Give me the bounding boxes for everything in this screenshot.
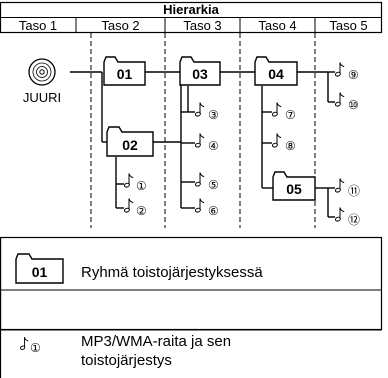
folder-icon: 01 xyxy=(15,253,64,284)
folder-04: 04 xyxy=(254,56,298,86)
track-6: ⑥ xyxy=(195,197,219,218)
music-note-icon xyxy=(195,101,205,118)
hierarchy-title: Hierarkia xyxy=(163,2,219,17)
root-label: JUURI xyxy=(22,90,62,105)
track-2: ② xyxy=(124,197,147,218)
music-note-icon xyxy=(195,132,205,149)
column-header-1: Taso 1 xyxy=(18,18,58,33)
track-5: ⑤ xyxy=(195,171,219,192)
track-number: ② xyxy=(136,204,147,218)
track-1: ① xyxy=(124,172,147,193)
track-4: ④ xyxy=(195,132,219,153)
music-note-icon: ① xyxy=(20,336,41,355)
column-header-4: Taso 4 xyxy=(258,18,297,33)
track-9: ⑨ xyxy=(335,61,359,82)
music-note-icon xyxy=(335,177,345,194)
folder-03: 03 xyxy=(179,56,221,86)
track-number: ① xyxy=(136,179,147,193)
folder-02: 02 xyxy=(106,126,154,157)
music-note-icon xyxy=(124,197,134,214)
track-number: ⑧ xyxy=(285,139,296,153)
track-number: ⑫ xyxy=(348,213,360,227)
tree-connectors xyxy=(70,71,335,218)
folder-label: 03 xyxy=(192,66,208,82)
legend-track-text-line-1: MP3/WMA-raita ja sen xyxy=(81,333,232,350)
track-11: ⑪ xyxy=(335,177,360,198)
legend-folder-label: 01 xyxy=(32,264,48,280)
music-note-icon xyxy=(195,197,205,214)
folder-05: 05 xyxy=(272,171,316,201)
track-3: ③ xyxy=(195,101,219,122)
track-10: ⑩ xyxy=(335,91,359,112)
music-note-icon xyxy=(335,91,345,108)
track-number: ⑤ xyxy=(208,178,219,192)
track-number: ⑦ xyxy=(285,108,296,122)
track-12: ⑫ xyxy=(335,206,360,227)
music-note-icon xyxy=(335,61,345,78)
music-note-icon xyxy=(272,132,282,149)
track-number: ④ xyxy=(208,139,219,153)
folder-label: 05 xyxy=(286,181,302,197)
music-note-icon xyxy=(195,171,205,188)
track-7: ⑦ xyxy=(272,101,296,122)
track-number: ③ xyxy=(208,108,219,122)
track-number: ⑪ xyxy=(348,184,360,198)
music-note-icon xyxy=(124,172,134,189)
folder-label: 01 xyxy=(117,66,133,82)
folder-01: 01 xyxy=(103,56,146,86)
folder-label: 04 xyxy=(268,66,284,82)
track-number: ⑥ xyxy=(208,204,219,218)
track-number: ⑨ xyxy=(348,68,359,82)
column-header-3: Taso 3 xyxy=(183,18,222,33)
legend-folder-text: Ryhmä toistojärjestyksessä xyxy=(81,264,263,281)
music-note-icon xyxy=(272,101,282,118)
music-note-icon xyxy=(335,206,345,223)
track-8: ⑧ xyxy=(272,132,296,153)
folder-label: 02 xyxy=(122,137,138,153)
legend-track-number: ① xyxy=(30,341,41,355)
disc-icon xyxy=(28,58,56,86)
column-header-5: Taso 5 xyxy=(329,18,368,33)
legend-track-text-line-2: toistojärjestys xyxy=(81,352,172,369)
track-number: ⑩ xyxy=(348,98,359,112)
column-header-2: Taso 2 xyxy=(101,18,140,33)
